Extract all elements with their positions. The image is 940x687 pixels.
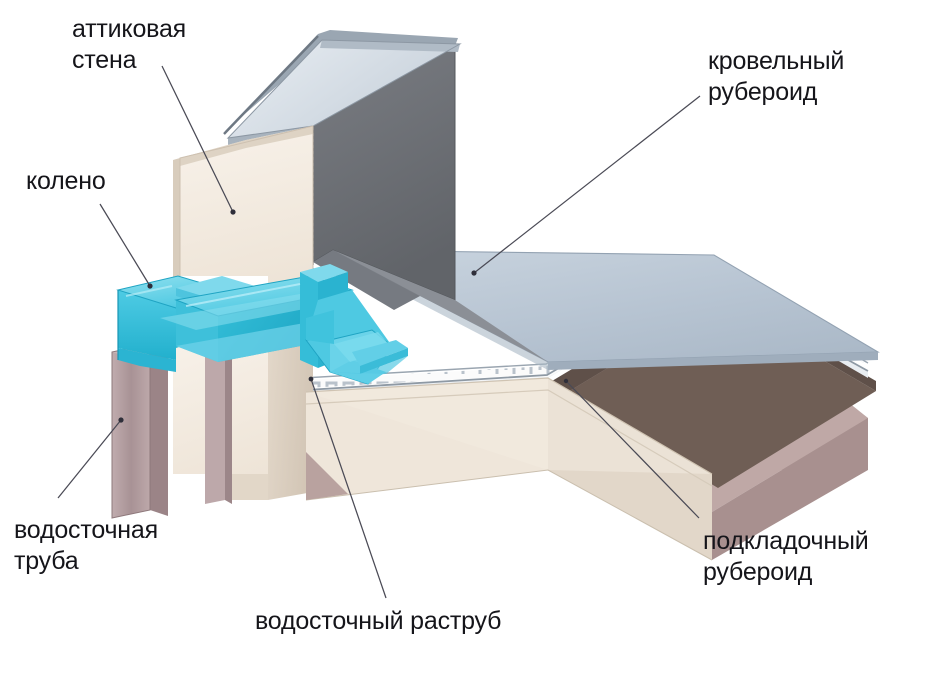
drain-assembly (116, 264, 408, 385)
leader-drain-socket (310, 378, 387, 599)
parapet-wall-face (173, 125, 314, 500)
leader-roofing-ruberoid (473, 95, 701, 274)
leader-lines (57, 65, 701, 599)
label-downpipe: водосточная труба (14, 516, 158, 575)
leader-endpoints (118, 209, 569, 423)
funnel-roof-flange (330, 340, 408, 374)
leader-knee (99, 203, 151, 287)
label-underlay-ruberoid: подкладочный рубероид (703, 527, 869, 586)
label-attic-wall: аттиковая стена (72, 15, 186, 74)
lower-wall (305, 377, 713, 561)
label-knee: колено (26, 167, 106, 195)
leader-downpipe (57, 419, 122, 499)
label-drain-socket: водосточный раструб (255, 607, 502, 635)
leader-attic-wall (161, 65, 234, 213)
label-roofing-ruberoid: кровельный рубероид (708, 47, 845, 106)
leader-underlay (565, 380, 700, 519)
